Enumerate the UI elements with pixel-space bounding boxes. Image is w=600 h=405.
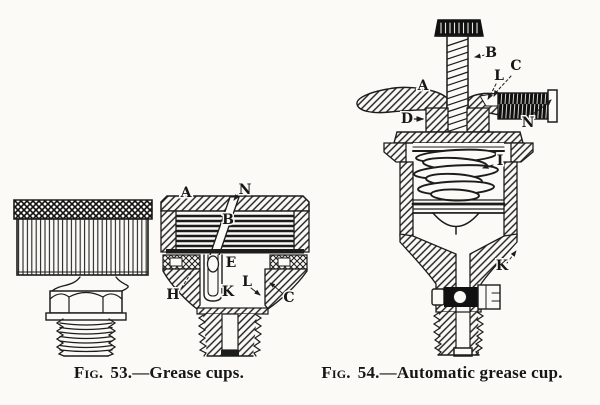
hub-left [425, 107, 449, 133]
part-label-a: A [180, 185, 193, 201]
part-label-n: N [239, 182, 252, 198]
cap-left-wall [160, 210, 177, 253]
part-label-i-54: I [497, 153, 504, 169]
fig54-caption-title: —Automatic grease cup. [379, 363, 563, 382]
fig54-automatic-grease-cup: B L C A D N I K [356, 19, 558, 357]
cap-bottom-seat [166, 249, 304, 254]
part-label-l: L [242, 274, 252, 290]
part-label-h: H [166, 287, 179, 303]
knurled-cap-band [13, 199, 153, 220]
part-label-d-54: D [401, 111, 413, 127]
part-label-k: K [222, 284, 235, 300]
nut-washer [45, 312, 127, 321]
part-label-b-54: B [485, 45, 497, 61]
lid-rim-right [510, 142, 534, 163]
fig54-caption-label: Fig. [321, 363, 351, 382]
part-label-n-54: N [522, 115, 535, 131]
knurled-cap-body [16, 218, 149, 276]
body-wall-right [503, 161, 518, 237]
cup-lid [393, 131, 524, 144]
side-fitting-threads [497, 92, 549, 120]
part-label-a-54: A [417, 78, 430, 94]
internal-threads [175, 214, 295, 248]
lid-rim-left [383, 142, 407, 163]
fig53-grease-cup-external [13, 199, 153, 357]
threaded-stud-54 [432, 311, 485, 357]
side-fitting-cap [547, 89, 558, 123]
cup-neck [51, 276, 129, 292]
spindle-tip [206, 255, 220, 273]
part-label-c-54: C [510, 58, 521, 74]
threaded-stud [55, 318, 117, 357]
cap-right-wall [293, 210, 310, 253]
hub-right [466, 107, 490, 133]
fig53-caption-title: —Grease cups. [132, 363, 245, 382]
part-label-k-54: K [496, 258, 509, 274]
fig53-caption-label: Fig. [73, 363, 104, 382]
body-neck-left [162, 268, 201, 310]
piston [411, 199, 506, 235]
fig53-caption-number: 53. [110, 363, 133, 382]
fig54-caption-number: 54. [357, 363, 380, 382]
spring [413, 148, 499, 202]
part-label-e: E [226, 255, 237, 271]
check-valve [431, 284, 501, 310]
body-wall-left [399, 161, 414, 237]
part-label-l-54: L [494, 68, 504, 84]
neck-bottom-band [196, 307, 269, 315]
threaded-stud-section [197, 313, 263, 357]
fig53-caption: Fig. 53.—Grease cups. [0, 363, 318, 383]
fig53-grease-cup-section: A N B E K L H C [160, 181, 310, 357]
wing-handle-left [356, 86, 448, 114]
part-label-c: C [283, 290, 294, 306]
body-neck-right [264, 268, 308, 310]
part-label-b: B [222, 212, 234, 228]
fig54-caption: Fig. 54.—Automatic grease cup. [292, 363, 592, 383]
hex-nut [49, 290, 123, 314]
